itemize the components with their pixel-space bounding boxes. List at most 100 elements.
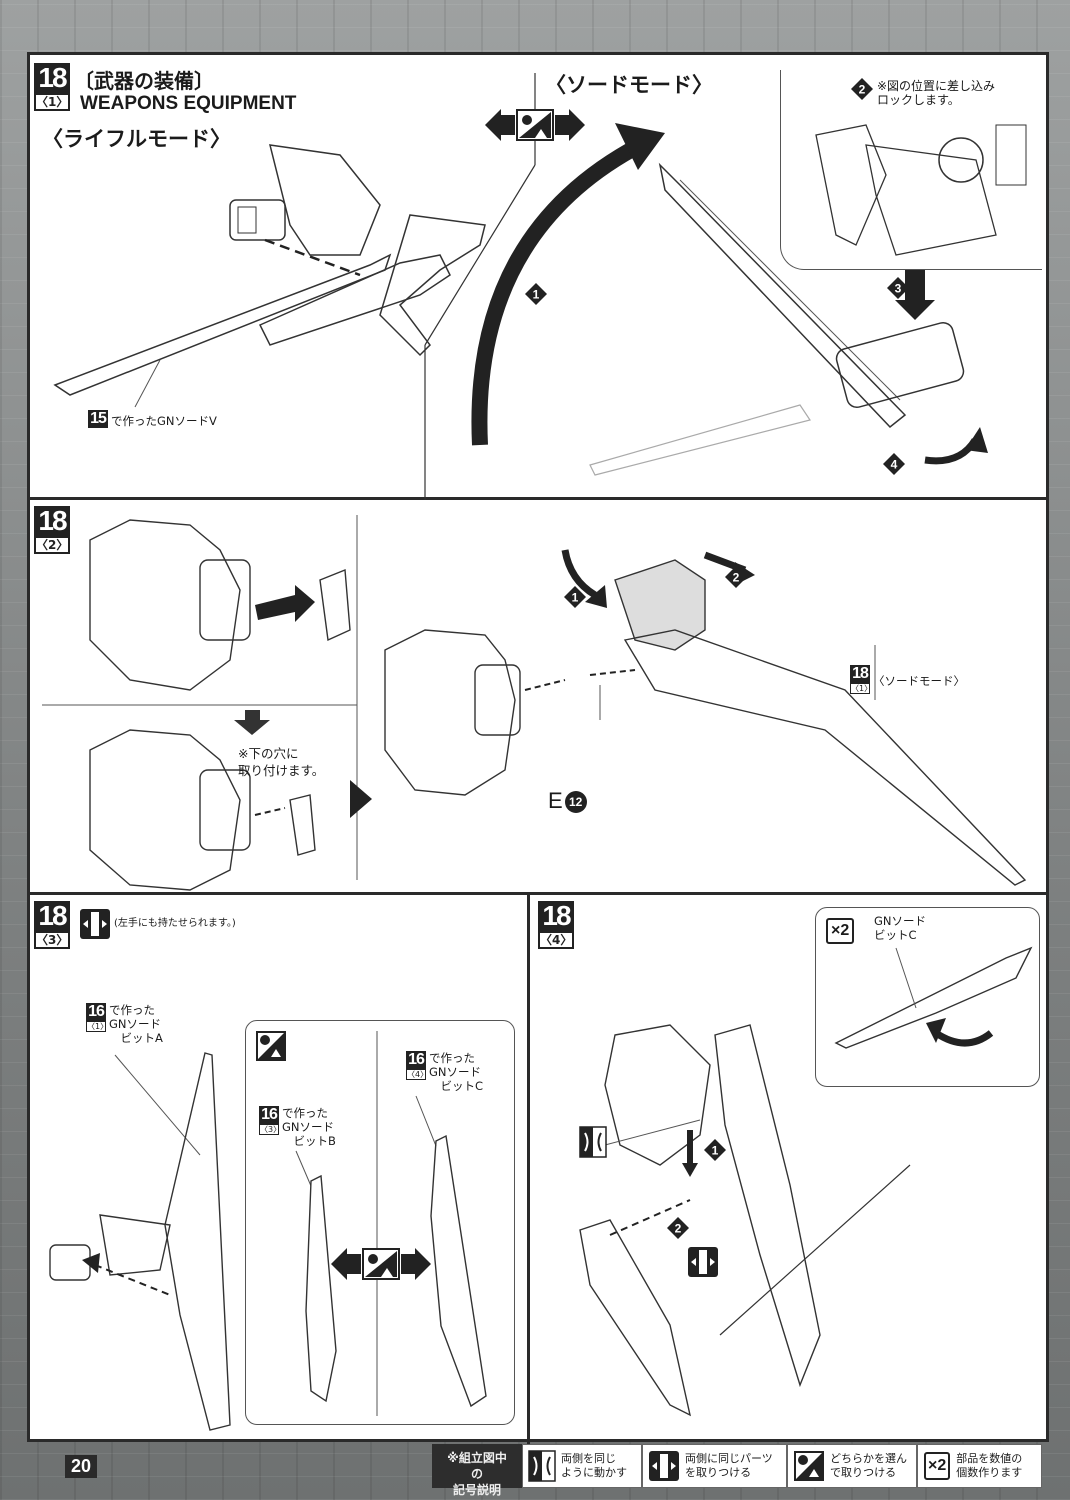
ref-step-number: 16	[406, 1051, 426, 1069]
bit-a-step-badge: 16 〈1〉	[86, 1003, 109, 1032]
ref-step-badge: 18 〈1〉	[850, 665, 873, 694]
detail-callout-lock: 2 ※図の位置に差し込み ロックします。	[780, 70, 1042, 270]
multiple-count-icon: ×2	[924, 1452, 951, 1480]
step-number: 18	[34, 506, 70, 536]
bit-b-step-badge: 16 〈3〉	[259, 1106, 282, 1135]
ref-step-badge: 15	[88, 410, 108, 428]
symmetric-move-icon	[579, 1126, 607, 1158]
step-number: 18	[34, 63, 70, 93]
ref-step-number: 16	[259, 1106, 279, 1124]
shoulder-illustration-bottom	[89, 710, 316, 891]
bit-c-step-badge: 16 〈4〉	[406, 1051, 429, 1080]
both-sides-parts-icon	[688, 1247, 718, 1277]
legend-text: どちらかを選ん で取りつける	[830, 1452, 907, 1479]
panel-step-18-4: 18 〈4〉 ×2 GNソード ビットC	[530, 895, 1046, 1445]
callout-2: 2	[667, 1217, 689, 1239]
symbol-legend: ※組立図中の 記号説明 両側を同じ ように動かす 両側に同じパーツ を取りつける…	[432, 1444, 1042, 1497]
bit-a-label: で作った GNソード ビットA	[109, 1003, 163, 1045]
bit-c-detail-callout: ×2 GNソード ビットC	[815, 907, 1040, 1087]
legend-item-multiple-count: ×2 部品を数値の 個数作ります	[917, 1444, 1042, 1488]
both-sides-parts-icon	[80, 909, 110, 939]
bit-choice-divider	[376, 1031, 378, 1416]
curved-arrow	[471, 123, 665, 446]
rifle-mode-label: 〈ライフルモード〉	[42, 127, 231, 151]
legend-heading: ※組立図中の 記号説明	[432, 1444, 522, 1497]
callout-1: 1	[525, 283, 547, 305]
bit-c-part-label: GNソード ビットC	[874, 914, 927, 942]
panel-step-18-2: 18 〈2〉 ※下の穴に 取り付けます。	[30, 500, 1046, 895]
svg-text:2: 2	[859, 83, 866, 97]
bit-c-illustration	[415, 1095, 487, 1408]
ref-step-sub: 〈3〉	[259, 1124, 282, 1135]
ref-step-number: 15	[88, 410, 108, 428]
legend-text: 両側に同じパーツ を取りつける	[685, 1452, 773, 1479]
ref-step-number: 18	[850, 665, 870, 683]
rifle-mode-illustration	[53, 144, 486, 408]
panel-dividers	[42, 515, 358, 880]
step-sub: 〈1〉	[34, 93, 70, 111]
count-label: ×2	[831, 922, 850, 939]
svg-text:2: 2	[675, 1222, 682, 1236]
step-sub: 〈4〉	[538, 931, 574, 949]
ref-gn-sword-v: で作ったGNソードV	[111, 414, 217, 428]
callout-3: 3	[887, 277, 909, 299]
callout-1: 1	[564, 586, 586, 608]
ref-sword-mode: 〈ソードモード〉	[873, 674, 965, 688]
lock-detail-illustration	[815, 124, 1027, 256]
choose-either-arrow-icon	[331, 1248, 431, 1280]
legend-item-both-sides-parts: 両側に同じパーツ を取りつける	[642, 1444, 787, 1488]
legend-text: 部品を数値の 個数作ります	[956, 1452, 1023, 1479]
part-number: 12	[564, 791, 587, 814]
bit-c-detail-illustration	[834, 946, 1033, 1049]
choose-one-icon	[485, 109, 585, 141]
bit-b-label: で作った GNソード ビットB	[282, 1106, 336, 1148]
ref-step-sub: 〈1〉	[86, 1021, 109, 1032]
svg-text:3: 3	[895, 282, 902, 296]
ref-step-sub: 〈1〉	[850, 683, 873, 694]
legend-text: 両側を同じ ように動かす	[561, 1452, 627, 1479]
section-title-en: WEAPONS EQUIPMENT	[80, 93, 297, 114]
section-title-jp: 〔武器の装備〕	[74, 69, 214, 93]
svg-text:1: 1	[533, 288, 540, 302]
bit-mount-illustration	[579, 1024, 911, 1417]
panel-step-18-3: 18 〈3〉 (左手にも持たせられます。) 16 〈1〉 で作った GNソード …	[30, 895, 530, 1445]
step-number: 18	[538, 901, 574, 931]
legend-item-symmetric-move: 両側を同じ ように動かす	[522, 1444, 642, 1488]
svg-text:1: 1	[712, 1144, 719, 1158]
sword-mode-label: 〈ソードモード〉	[545, 73, 713, 97]
step-badge: 18 〈1〉	[34, 63, 70, 111]
step-sub: 〈3〉	[34, 931, 70, 949]
svg-text:4: 4	[891, 458, 898, 472]
shoulder-illustration-top	[89, 519, 351, 691]
part-runner: E	[548, 788, 563, 813]
callout-2: 2	[851, 78, 873, 100]
sword-mode-illustration	[589, 162, 988, 476]
next-arrow-icon	[350, 780, 372, 818]
lock-note: ※図の位置に差し込み ロックします。	[877, 79, 996, 107]
step-badge: 18 〈3〉	[34, 901, 70, 949]
callout-4: 4	[883, 453, 905, 475]
sword-mount-illustration	[384, 549, 1027, 886]
bit-c-label: で作った GNソード ビットC	[429, 1051, 484, 1093]
multiple-count-icon: ×2	[826, 918, 855, 944]
left-hand-note: (左手にも持たせられます。)	[114, 918, 236, 929]
ref-step-sub: 〈4〉	[406, 1069, 429, 1080]
hole-note: ※下の穴に 取り付けます。	[238, 746, 325, 778]
svg-text:2: 2	[733, 571, 740, 585]
bit-a-illustration	[49, 1052, 231, 1431]
count-label: ×2	[928, 1457, 947, 1474]
ref-step-number: 16	[86, 1003, 106, 1021]
panel-step-18-1: 18 〈1〉 〔武器の装備〕 WEAPONS EQUIPMENT 〈ライフルモー…	[30, 55, 1046, 500]
choose-one-icon	[256, 1031, 286, 1061]
svg-text:1: 1	[572, 591, 579, 605]
page-number: 20	[65, 1455, 98, 1478]
manual-page: 18 〈1〉 〔武器の装備〕 WEAPONS EQUIPMENT 〈ライフルモー…	[27, 52, 1049, 1445]
callout-2: 2	[725, 566, 747, 588]
both-sides-parts-icon	[649, 1451, 679, 1481]
callout-1: 1	[704, 1139, 726, 1161]
symmetric-move-icon	[528, 1450, 556, 1482]
step-badge: 18 〈2〉	[34, 506, 70, 554]
legend-item-choose-one: どちらかを選ん で取りつける	[787, 1444, 917, 1488]
step-number: 18	[34, 901, 70, 931]
